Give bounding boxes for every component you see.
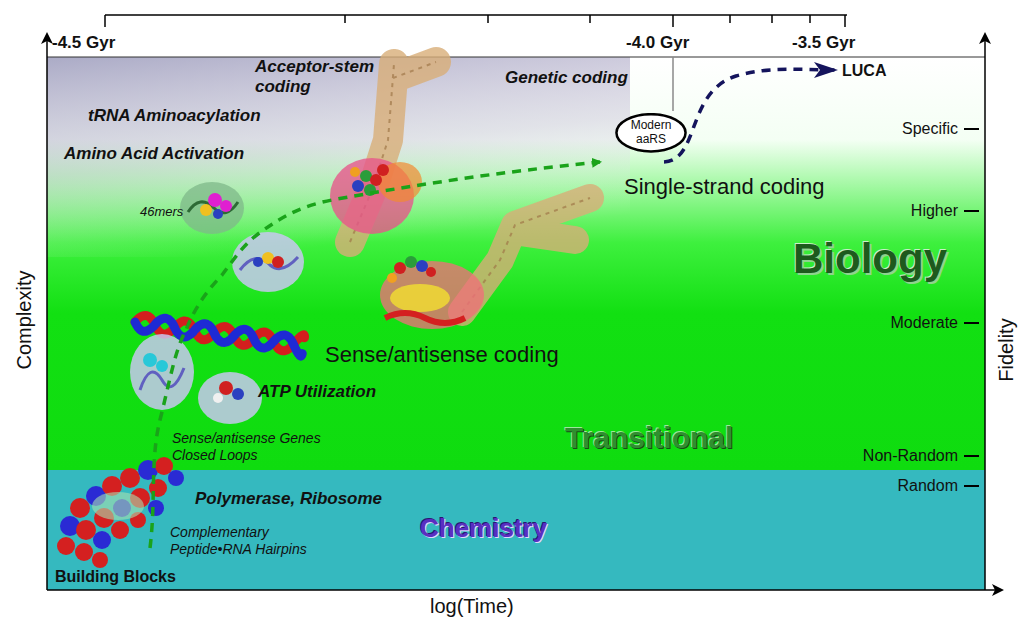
coding-label: Single-strand coding xyxy=(624,174,825,200)
coding-label: Sense/antisense coding xyxy=(325,342,559,368)
structure-label: 46mers xyxy=(140,204,183,220)
structure-label: Complementary Peptide•RNA Hairpins xyxy=(170,524,322,558)
structure-label: Sense/antisense Genes Closed Loops xyxy=(172,430,334,464)
stage-label: Genetic coding xyxy=(505,68,628,88)
region-label: Biology xyxy=(793,234,947,284)
region-label: Transitional xyxy=(565,420,733,456)
stage-label: Acceptor-stem coding xyxy=(255,57,387,98)
axis-title: log(Time) xyxy=(430,594,514,618)
stage-label: ATP Utilization xyxy=(258,382,376,402)
fidelity-level: Specific xyxy=(902,119,958,138)
node-text: Modern aaRS xyxy=(622,119,680,147)
fidelity-level: Higher xyxy=(911,201,958,220)
fidelity-level: Non-Random xyxy=(863,446,958,465)
stage-label: Amino Acid Activation xyxy=(64,144,244,164)
fidelity-level: Moderate xyxy=(890,313,958,332)
stage-label: Polymerase, Ribosome xyxy=(195,489,382,509)
axis-tick-label: -4.0 Gyr xyxy=(626,33,689,53)
enzyme-ellipse: Modern aaRS xyxy=(615,113,687,153)
fidelity-level: Random xyxy=(898,476,958,495)
stage-label: tRNA Aminoacylation xyxy=(88,106,261,126)
endpoint-label: LUCA xyxy=(842,61,886,80)
axis-tick-label: -4.5 Gyr xyxy=(52,33,115,53)
stage-label: Building Blocks xyxy=(55,567,176,586)
axis-title: Complexity xyxy=(12,271,36,370)
axis-title: Fidelity xyxy=(994,318,1018,381)
axis-tick-label: -3.5 Gyr xyxy=(792,33,855,53)
region-label: Chemistry xyxy=(420,513,547,544)
